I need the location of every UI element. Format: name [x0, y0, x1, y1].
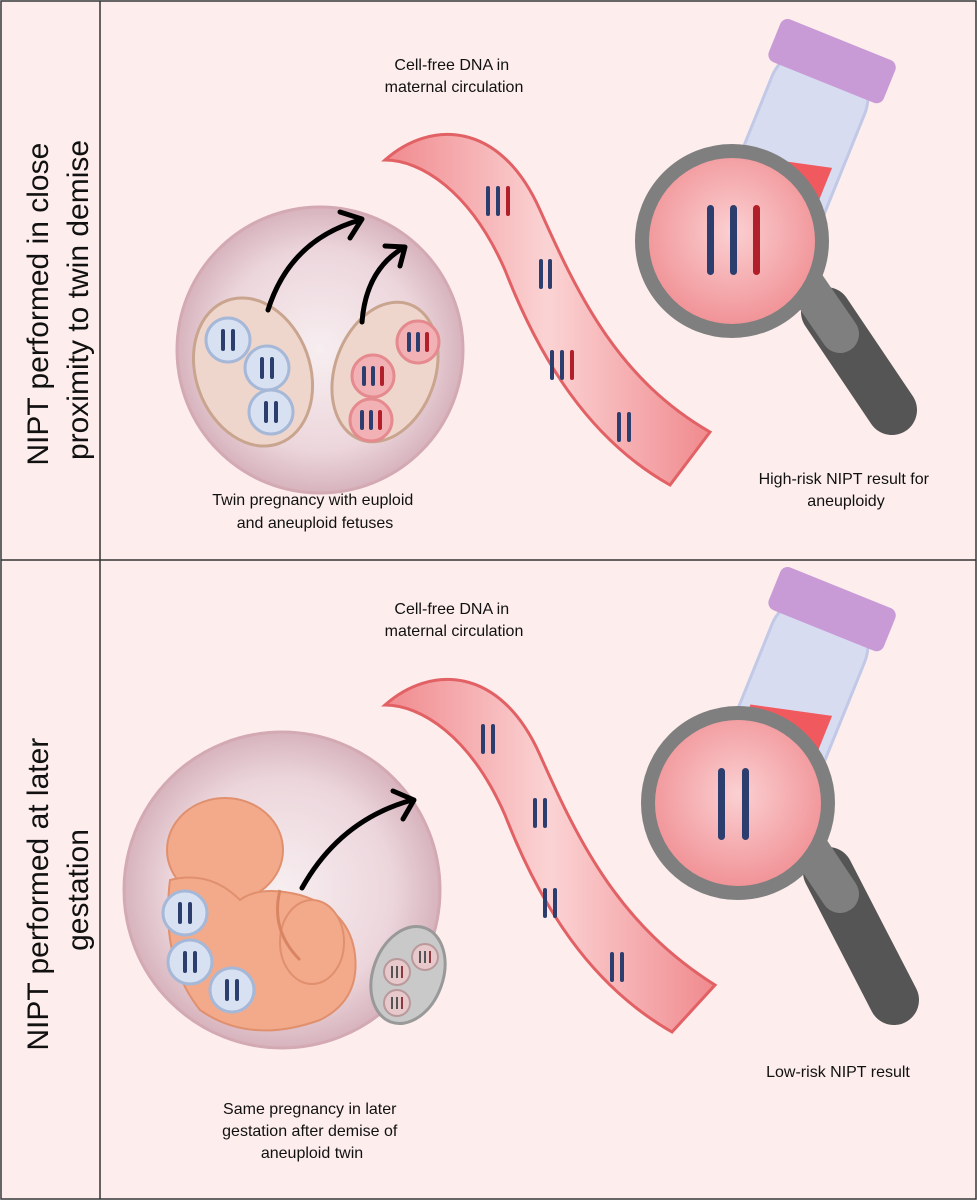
aneuploid-cell	[348, 397, 394, 443]
cfdna-fragment	[617, 412, 631, 442]
tube-cap	[768, 566, 896, 652]
row1-magnifier	[635, 144, 917, 435]
aneuploid-cell	[350, 353, 396, 399]
row1-arrows	[265, 209, 408, 325]
aneuploid-cell	[395, 319, 441, 365]
euploid-cell	[243, 344, 291, 392]
arrow	[265, 217, 363, 313]
row2-pregnancy-label: Same pregnancy in later gestation after …	[222, 1101, 402, 1162]
euploid-cell	[166, 938, 214, 986]
row2-magnifier	[641, 706, 919, 1025]
lens-chromosomes	[707, 205, 760, 275]
euploid-cell	[161, 889, 209, 937]
row1-womb	[175, 205, 465, 495]
cfdna-fragment	[543, 888, 557, 918]
cfdna-fragment	[539, 259, 552, 289]
row2-cfdna-label: Cell-free DNA in maternal circulation	[385, 601, 524, 640]
demised-cell	[383, 958, 411, 986]
row1-side-label: NIPT performed in close proximity to twi…	[22, 134, 95, 465]
row1-pregnancy-label: Twin pregnancy with euploid and aneuploi…	[212, 492, 417, 532]
row1-blood-vessel	[381, 133, 713, 487]
demised-cell	[411, 943, 439, 971]
row2-blood-vessel	[381, 678, 718, 1034]
row2-result-label: Low-risk NIPT result	[766, 1064, 910, 1081]
lens-chromosomes	[718, 768, 749, 840]
cfdna-fragment	[486, 186, 510, 216]
row2-side-label: NIPT performed at later gestation	[22, 729, 95, 1050]
cfdna-fragment	[533, 798, 547, 828]
cfdna-fragment	[481, 724, 495, 754]
arrow	[299, 797, 415, 891]
tube-cap	[768, 18, 896, 104]
euploid-cell	[247, 388, 295, 436]
demised-cell	[383, 989, 411, 1017]
row1-result-label: High-risk NIPT result for aneuploidy	[759, 471, 934, 510]
row2-womb	[122, 730, 447, 1050]
row2-arrow	[299, 788, 417, 891]
euploid-cell	[204, 316, 252, 364]
row1-cfdna-label: Cell-free DNA in maternal circulation	[385, 57, 524, 96]
cfdna-fragment	[610, 952, 624, 982]
arrow	[359, 245, 406, 325]
euploid-cell	[208, 966, 256, 1014]
cfdna-fragment	[550, 350, 574, 380]
